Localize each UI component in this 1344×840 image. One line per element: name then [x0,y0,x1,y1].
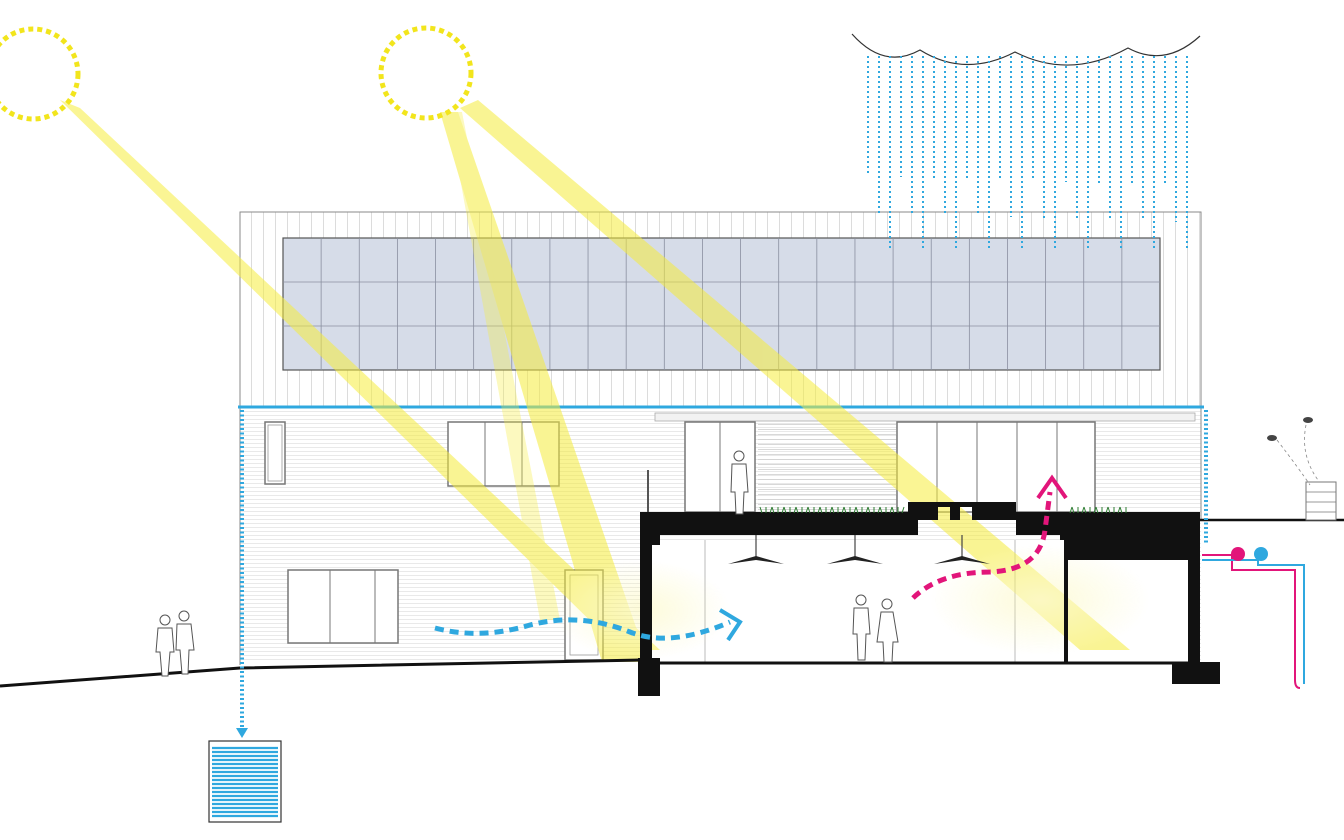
geothermal-loop [1202,547,1305,689]
window [287,569,399,644]
solar-panel-array [282,237,1161,371]
beehive-icon [1305,481,1337,521]
arrow-head [718,608,743,642]
bee-icon [1267,435,1311,486]
cistern-tank [208,740,282,823]
green-roof [759,506,1127,514]
sunbeams [60,100,1150,662]
structure [638,470,1220,696]
sun-icon [378,25,474,121]
arrow-head [1036,474,1068,500]
window [264,421,286,485]
cool-air-flow-arrow [434,617,731,641]
bee-icon [1303,417,1319,481]
people-figures [155,450,899,677]
arrow-head [236,728,248,738]
warm-air-exhaust-arrow [911,491,1053,600]
sun-icon [0,26,81,122]
ceiling-fan-icon [728,535,990,564]
rain-cloud-icon [851,33,1201,248]
